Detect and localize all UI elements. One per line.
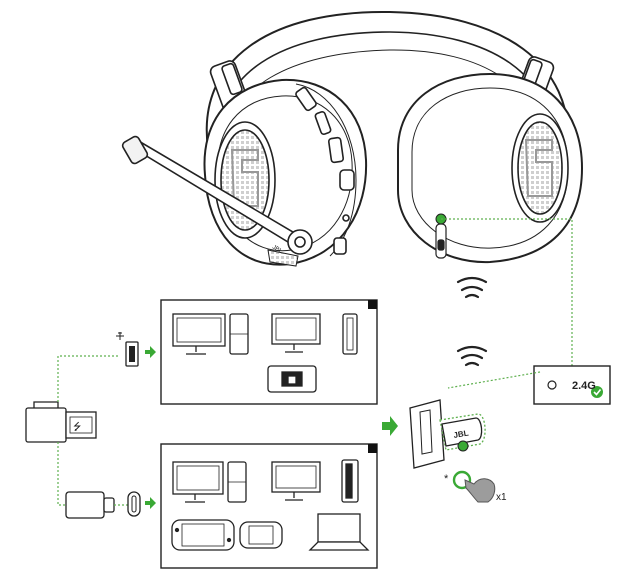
power-switch-icon[interactable] xyxy=(435,223,447,259)
monitor-icon xyxy=(172,313,226,355)
usb-c-connector-line xyxy=(57,442,66,506)
usb-c-port-icon xyxy=(127,491,141,517)
usb-c-device-box xyxy=(160,443,378,569)
usb-dongle-icon xyxy=(25,401,97,443)
usb-a-device-box xyxy=(160,299,378,405)
monitor-icon xyxy=(172,461,224,503)
led-ring-icon xyxy=(547,380,557,390)
usb-c-adapter-icon xyxy=(65,491,115,519)
press-count-label: x1 xyxy=(496,492,507,503)
dongle-callout-line xyxy=(447,371,541,389)
pc-tower-icon xyxy=(227,461,247,503)
wifi-signal-icon xyxy=(456,276,488,299)
switch-dock-icon xyxy=(267,365,317,393)
usb-a-port-icon xyxy=(116,332,139,367)
green-arrow-icon xyxy=(382,416,398,436)
pc-tower-icon xyxy=(229,313,249,355)
usb-a-connector-line xyxy=(57,355,120,402)
laptop-icon xyxy=(308,513,370,551)
check-badge-icon xyxy=(591,386,603,398)
mic-brand-label: JBL xyxy=(271,245,284,256)
playstation-icon xyxy=(341,459,359,503)
headset-icon xyxy=(121,10,584,267)
green-arrow-icon xyxy=(145,497,156,509)
status-panel xyxy=(533,365,611,405)
playstation-icon xyxy=(342,313,358,355)
band-label: 2.4G xyxy=(572,380,596,392)
footnote-asterisk: * xyxy=(444,473,449,485)
switch-lite-icon xyxy=(239,521,283,549)
press-button-hand-icon xyxy=(452,470,496,503)
dongle-brand-label: JBL xyxy=(453,428,470,440)
monitor-icon xyxy=(271,461,321,501)
usb-symbol-glyph: ⭍ xyxy=(73,421,81,433)
led-callout-line xyxy=(441,218,573,366)
green-arrow-icon xyxy=(145,346,156,358)
wifi-signal-icon xyxy=(456,345,488,367)
monitor-icon xyxy=(271,313,321,353)
dongle-illustration xyxy=(409,399,486,469)
switch-handheld-icon xyxy=(171,519,235,551)
dongle-pair-button[interactable] xyxy=(457,440,469,452)
